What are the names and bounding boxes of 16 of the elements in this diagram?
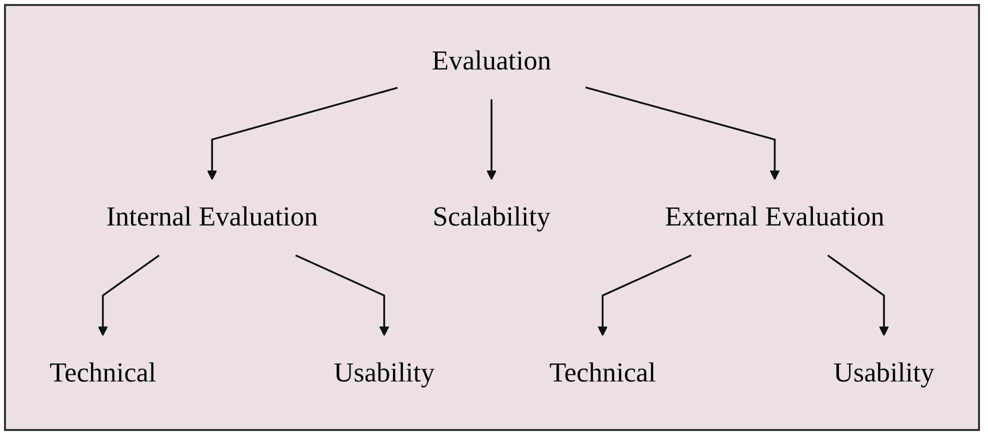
- node-text: Usability: [833, 358, 934, 388]
- node-text: Internal Evaluation: [106, 202, 318, 232]
- arrow: [827, 254, 889, 336]
- node-text: Scalability: [432, 202, 550, 232]
- node-text: Technical: [50, 358, 156, 388]
- node-text: External Evaluation: [665, 202, 884, 232]
- arrow: [207, 86, 398, 180]
- arrow: [486, 99, 497, 180]
- arrow: [98, 254, 160, 336]
- diagram-panel: Evaluation Internal Evaluation Scalability External Evaluation Technical Usability Technical Usability: [4, 4, 980, 431]
- arrow: [598, 254, 692, 336]
- node-text: Technical: [549, 358, 656, 388]
- arrow: [585, 86, 780, 180]
- node-text: Evaluation: [432, 46, 552, 76]
- node-text: Usability: [334, 358, 435, 388]
- arrow: [295, 254, 390, 336]
